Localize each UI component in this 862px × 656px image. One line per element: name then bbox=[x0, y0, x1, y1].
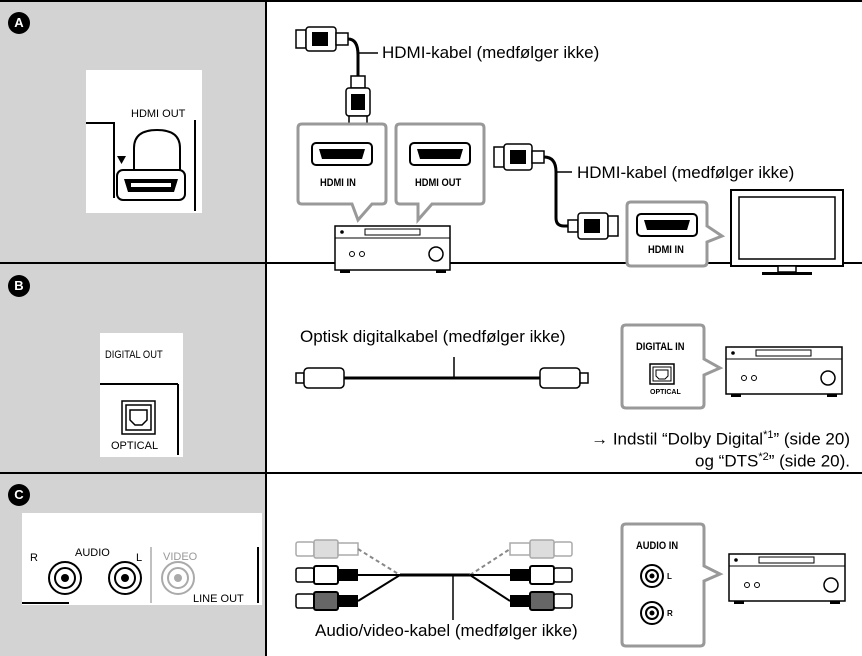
receiver-hdmi-out-callout bbox=[394, 122, 486, 224]
player-optical-port bbox=[100, 383, 179, 455]
player-audio-label: AUDIO bbox=[75, 547, 110, 559]
player-hdmi-out-label: HDMI OUT bbox=[131, 108, 186, 120]
player-video-label: VIDEO bbox=[163, 551, 198, 563]
av-receiver-a bbox=[334, 225, 451, 273]
receiver-digital-in-label: DIGITAL IN bbox=[636, 341, 685, 353]
receiver-optical-sublabel: OPTICAL bbox=[650, 389, 681, 396]
section-a-badge: A bbox=[8, 12, 30, 34]
optical-cable bbox=[295, 357, 589, 389]
player-hdmi-out-port bbox=[86, 120, 196, 211]
player-optical-label: OPTICAL bbox=[111, 440, 159, 452]
receiver-hdmi-out-label: HDMI OUT bbox=[415, 177, 462, 189]
receiver-jack-l-label: L bbox=[667, 572, 672, 581]
column-divider bbox=[265, 0, 267, 656]
setting-note-line2: og “DTS*2” (side 20). bbox=[695, 451, 850, 471]
left-audio-l-plug bbox=[295, 565, 358, 585]
player-jack-r-label: R bbox=[30, 552, 38, 564]
hdmi-cable-1 bbox=[295, 26, 378, 125]
av-receiver-c bbox=[728, 553, 846, 604]
receiver-hdmi-in-callout bbox=[296, 122, 388, 223]
section-top-rule bbox=[0, 0, 862, 2]
right-audio-l-plug bbox=[510, 565, 573, 585]
tv-hdmi-in-callout bbox=[625, 200, 726, 268]
av-receiver-b bbox=[725, 346, 843, 397]
section-c-badge: C bbox=[8, 484, 30, 506]
optical-cable-label: Optisk digitalkabel (medfølger ikke) bbox=[300, 327, 566, 346]
left-video-plug bbox=[295, 539, 359, 559]
right-audio-r-plug bbox=[510, 591, 573, 611]
hdmi-cable-2-label: HDMI-kabel (medfølger ikke) bbox=[577, 163, 795, 182]
hdmi-cable-2 bbox=[493, 143, 619, 240]
hdmi-cable-1-label: HDMI-kabel (medfølger ikke) bbox=[382, 43, 600, 62]
setting-note-line1: → Indstil “Dolby Digital*1” (side 20) bbox=[591, 429, 850, 449]
section-b-player-port-panel bbox=[100, 333, 183, 457]
player-digital-out-label: DIGITAL OUT bbox=[105, 349, 163, 361]
section-b-c-rule bbox=[0, 472, 862, 474]
receiver-audio-in-label: AUDIO IN bbox=[636, 540, 679, 552]
left-audio-r-plug bbox=[295, 591, 358, 611]
receiver-jack-r-label: R bbox=[667, 609, 673, 618]
player-line-out-label: LINE OUT bbox=[193, 593, 244, 605]
receiver-audio-in-callout bbox=[620, 522, 724, 648]
av-cable bbox=[295, 539, 573, 620]
receiver-digital-in-callout bbox=[620, 323, 724, 410]
section-b-badge: B bbox=[8, 275, 30, 297]
player-jack-l-label: L bbox=[136, 552, 143, 564]
tv bbox=[730, 189, 844, 275]
right-video-plug bbox=[509, 539, 573, 559]
av-cable-label: Audio/video-kabel (medfølger ikke) bbox=[315, 621, 578, 640]
tv-hdmi-in-label: HDMI IN bbox=[648, 244, 684, 256]
receiver-hdmi-in-label: HDMI IN bbox=[320, 177, 356, 189]
player-line-out-jacks bbox=[22, 547, 259, 604]
